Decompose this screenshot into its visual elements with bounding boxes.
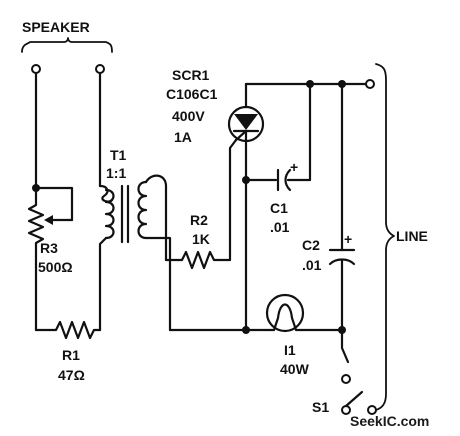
scr-current-label: 1A bbox=[174, 129, 192, 145]
r3-ref-label: R3 bbox=[40, 240, 58, 256]
line-label: LINE bbox=[396, 228, 428, 244]
t1-primary-coil bbox=[104, 188, 115, 240]
resistor-r1 bbox=[34, 320, 102, 340]
line-terminal-top bbox=[365, 79, 375, 89]
scr1-triangle bbox=[234, 114, 258, 130]
wire-t1-secondary-top bbox=[144, 174, 168, 262]
c1-ref-label: C1 bbox=[270, 200, 288, 216]
c2-value-label: .01 bbox=[302, 257, 322, 273]
lamp-i1-bulb bbox=[265, 293, 305, 333]
s1-lever bbox=[344, 390, 364, 408]
i1-value-label: 40W bbox=[280, 361, 310, 377]
t1-ref-label: T1 bbox=[110, 147, 127, 163]
wire-t1-primary-bottom bbox=[98, 236, 108, 332]
scr-voltage-label: 400V bbox=[172, 108, 205, 124]
i1-ref-label: I1 bbox=[284, 342, 296, 358]
resistor-r2 bbox=[164, 138, 238, 270]
c1-right-lead bbox=[286, 82, 312, 182]
r3-wiper-arrow bbox=[44, 215, 53, 225]
r1-value-label: 47Ω bbox=[58, 367, 85, 383]
r2-value-label: 1K bbox=[192, 231, 210, 247]
c2-plus: + bbox=[344, 231, 352, 247]
c1-plus: + bbox=[290, 159, 298, 175]
t1-primary-lead bbox=[98, 184, 114, 203]
lamp-i1-filament bbox=[264, 303, 344, 332]
wire-s1-top bbox=[340, 328, 350, 364]
scr-part-label: C106C1 bbox=[166, 86, 218, 102]
speaker-label: SPEAKER bbox=[22, 19, 90, 35]
speaker-bracket bbox=[21, 37, 113, 53]
r1-ref-label: R1 bbox=[62, 347, 80, 363]
c2-ref-label: C2 bbox=[302, 237, 320, 253]
junction-scr-bottom bbox=[242, 326, 250, 334]
r2-ref-label: R2 bbox=[190, 212, 208, 228]
watermark-text: SeekIC.com bbox=[350, 413, 429, 429]
s1-contact-bottom bbox=[341, 405, 351, 415]
scr1-gate bbox=[234, 129, 248, 142]
s1-contact-top bbox=[341, 374, 351, 384]
t1-ratio-label: 1:1 bbox=[106, 165, 126, 181]
s1-ref-label: S1 bbox=[312, 399, 329, 415]
t1-secondary-coil bbox=[137, 180, 148, 240]
speaker-terminal-right bbox=[95, 64, 105, 74]
scr-ref-label: SCR1 bbox=[172, 67, 210, 83]
wire-t1-secondary-bottom bbox=[144, 236, 172, 332]
wire-r3-wiper bbox=[34, 186, 74, 222]
c1-value-label: .01 bbox=[270, 219, 290, 235]
line-bracket bbox=[375, 63, 395, 411]
resistor-r3 bbox=[27, 186, 45, 332]
c1-plate-curved bbox=[284, 168, 292, 192]
r3-value-label: 500Ω bbox=[38, 259, 73, 275]
speaker-terminal-left bbox=[31, 64, 41, 74]
